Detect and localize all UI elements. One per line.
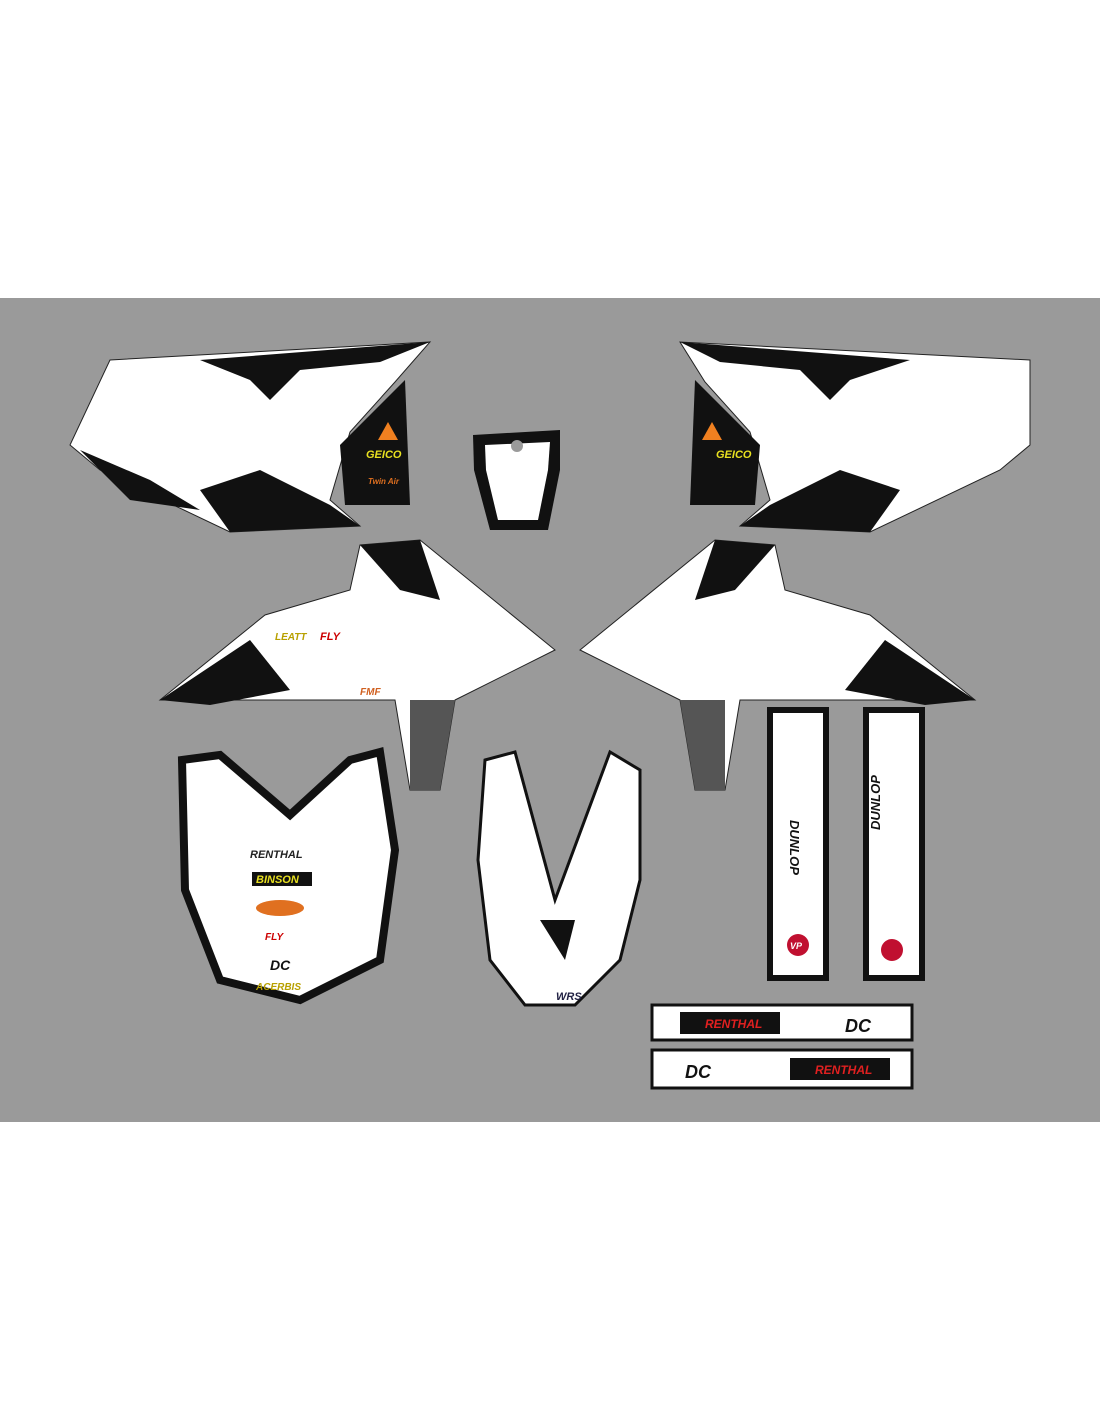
left-shroud-decal xyxy=(69,341,432,533)
acerbis-logo: ACERBIS xyxy=(255,982,301,993)
left-shroud-sponsor-panel: GEICO Twin Air xyxy=(340,380,410,505)
left-fork-guard-decal: DUNLOP VP xyxy=(767,707,829,981)
front-number-plate-decal xyxy=(473,430,560,530)
renthal-logo-swingarm: RENTHAL xyxy=(705,1017,762,1031)
right-side-panel-decal xyxy=(579,539,977,791)
renthal-logo-swingarm-2: RENTHAL xyxy=(815,1063,872,1077)
renthal-logo: RENTHAL xyxy=(250,849,303,861)
swingarm-decal-top: RENTHAL DC xyxy=(650,1003,914,1042)
dc-logo-swingarm: DC xyxy=(845,1016,872,1036)
geico-logo: GEICO xyxy=(366,449,402,461)
fly-logo: FLY xyxy=(320,631,342,643)
dc-logo: DC xyxy=(270,957,291,973)
fly-logo-fender: FLY xyxy=(265,932,284,943)
dc-logo-swingarm-2: DC xyxy=(685,1062,712,1082)
vp-logo: VP xyxy=(790,941,803,951)
left-side-panel-decal: FLY LEATT FMF xyxy=(158,539,556,791)
twin-air-logo: Twin Air xyxy=(368,477,400,486)
right-fork-guard-decal: DUNLOP xyxy=(863,707,925,981)
binson-logo: BINSON xyxy=(256,874,300,886)
rear-fender-decal: RENTHAL BINSON FLY ACERBIS DC xyxy=(177,746,400,1005)
right-shroud-decal xyxy=(679,341,1031,533)
wrs-logo: WRS xyxy=(556,991,582,1003)
dunlop-logo: DUNLOP xyxy=(787,820,802,875)
front-fender-decal: WRS xyxy=(476,749,642,1007)
leatt-logo: LEATT xyxy=(275,632,307,643)
swingarm-decal-bottom: DC RENTHAL xyxy=(650,1048,914,1090)
geico-logo-right: GEICO xyxy=(716,449,752,461)
fmf-logo: FMF xyxy=(360,687,381,698)
dunlop-logo-right: DUNLOP xyxy=(868,775,883,830)
